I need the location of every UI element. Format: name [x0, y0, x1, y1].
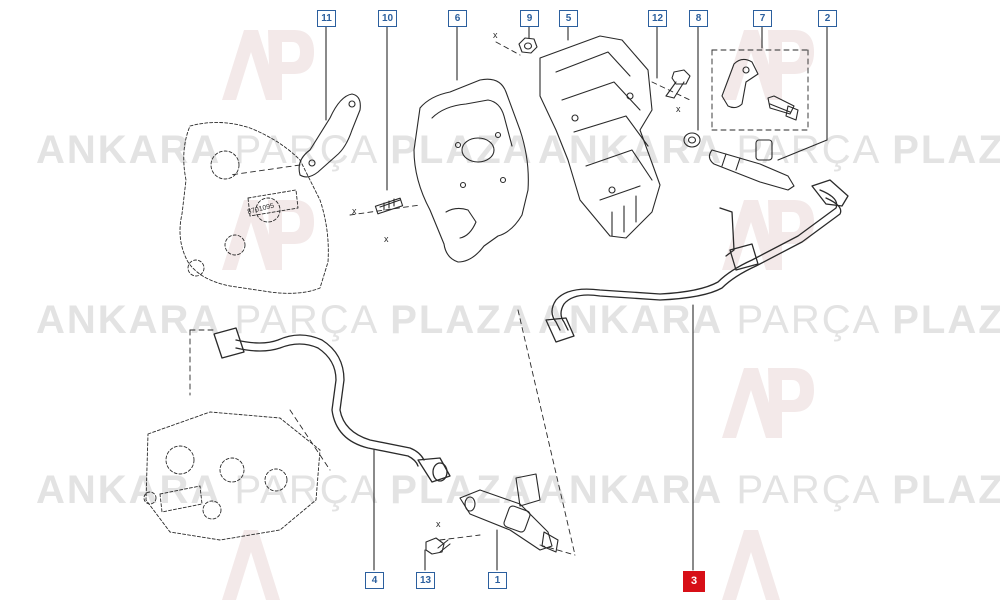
callout-5[interactable]: 5 — [559, 10, 578, 27]
leader-lines — [325, 25, 828, 571]
part-9-nut — [518, 37, 538, 54]
axis-mark: x — [384, 234, 389, 244]
part-7-clamp — [721, 58, 799, 121]
part-8-seal — [683, 132, 701, 148]
part-11-plate — [298, 93, 361, 178]
axis-mark: x — [676, 104, 681, 114]
part-12-bolt — [665, 69, 691, 99]
callout-2[interactable]: 2 — [818, 10, 837, 27]
callout-9[interactable]: 9 — [520, 10, 539, 27]
part-3-fuel-pipe — [545, 179, 849, 343]
part-13-bolt — [425, 537, 451, 555]
engine-block-sketch — [179, 122, 329, 294]
callout-8[interactable]: 8 — [689, 10, 708, 27]
callout-11[interactable]: 11 — [317, 10, 336, 27]
part-4-fuel-pipe — [213, 327, 451, 483]
callout-13[interactable]: 13 — [416, 572, 435, 589]
callout-6[interactable]: 6 — [448, 10, 467, 27]
part-1-rail — [459, 473, 559, 553]
watermark-row: ANKARA PARÇA PLAZA — [538, 298, 1000, 342]
part-2-injector — [708, 139, 795, 191]
pump-sketch — [143, 411, 321, 541]
reference-lines — [189, 41, 809, 556]
callout-3-highlighted[interactable]: 3 — [683, 571, 705, 592]
callout-4[interactable]: 4 — [365, 572, 384, 589]
callout-10[interactable]: 10 — [378, 10, 397, 27]
part-6-heat-shield — [413, 78, 529, 263]
callout-7[interactable]: 7 — [753, 10, 772, 27]
watermark-logo — [222, 30, 814, 600]
callout-1[interactable]: 1 — [488, 572, 507, 589]
axis-mark: x — [493, 30, 498, 40]
part-10-stud — [374, 197, 404, 215]
axis-mark: x — [352, 206, 357, 216]
callout-12[interactable]: 12 — [648, 10, 667, 27]
watermark-row: ANKARA PARÇA PLAZA — [538, 128, 1000, 172]
watermark-row: ANKARA PARÇA PLAZA — [36, 128, 534, 172]
watermark-row: ANKARA PARÇA PLAZA — [538, 468, 1000, 512]
watermark-row: ANKARA PARÇA PLAZA — [36, 468, 534, 512]
part-5-bracket — [539, 35, 661, 239]
axis-mark: x — [436, 519, 441, 529]
